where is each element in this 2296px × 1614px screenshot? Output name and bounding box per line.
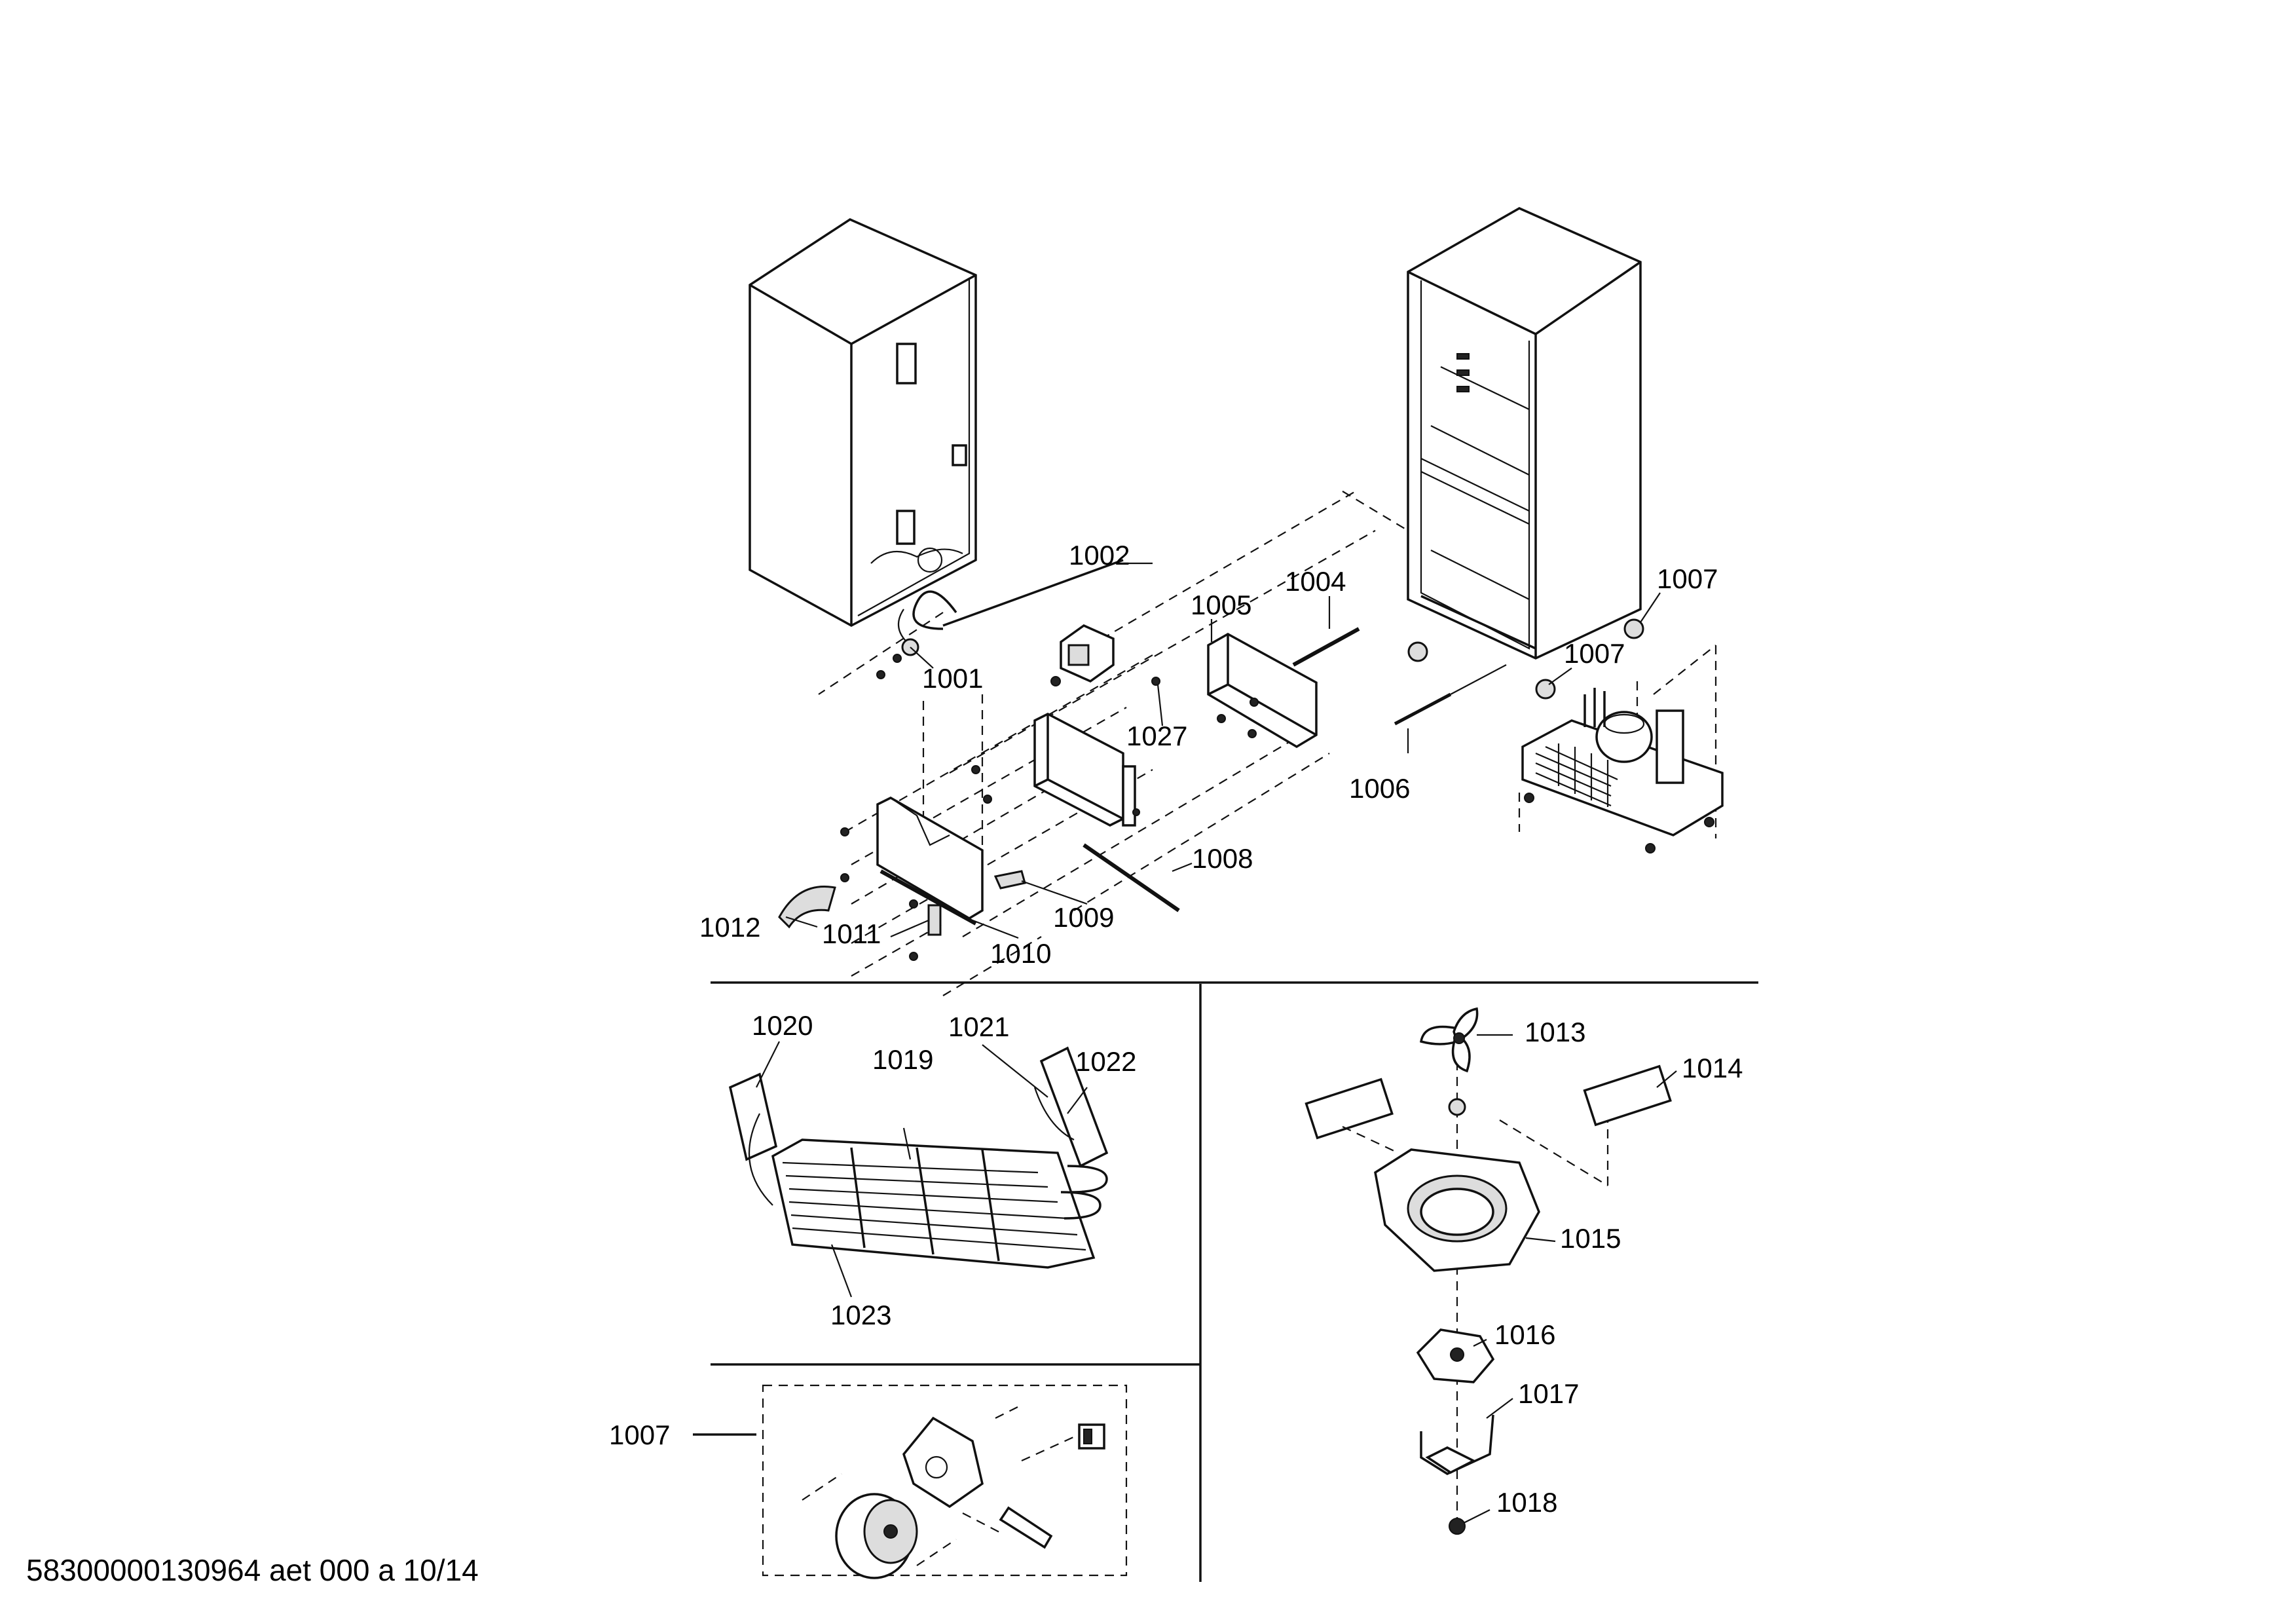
motor-bracket	[1420, 1414, 1494, 1475]
part-1009-clip	[993, 870, 1026, 890]
callout-labels: 1002 1001 1004 1005 1007 1007 1027 1006 …	[609, 540, 1743, 1518]
callout-1001: 1001	[922, 663, 983, 694]
callout-1014: 1014	[1682, 1053, 1743, 1083]
explosion-guide-lines	[818, 491, 1717, 996]
leveler-bracket	[902, 1416, 984, 1509]
leveler-wheel	[835, 1493, 918, 1579]
callout-1012: 1012	[699, 912, 760, 943]
section-dividers	[711, 981, 1758, 1582]
callout-1022: 1022	[1075, 1046, 1136, 1077]
compressor-condenser-assembly	[1521, 688, 1724, 854]
condenser-grid	[1535, 743, 1618, 807]
callout-1019: 1019	[872, 1044, 933, 1075]
callout-1023: 1023	[830, 1300, 891, 1330]
document-code: 58300000130964 aet 000 a 10/14	[26, 1553, 479, 1587]
callout-1005: 1005	[1191, 590, 1251, 620]
callout-1015: 1015	[1560, 1223, 1621, 1254]
callout-1007-cabinet-right: 1007	[1657, 563, 1718, 594]
callout-1018: 1018	[1496, 1487, 1557, 1518]
leader-lines	[756, 562, 1677, 1524]
fan-blade	[1420, 1007, 1479, 1073]
callout-1006: 1006	[1349, 773, 1410, 804]
callout-1013: 1013	[1525, 1017, 1585, 1047]
rear-bracket-assembly	[971, 713, 1140, 827]
callout-1016: 1016	[1494, 1319, 1555, 1350]
part-1010-front-panel	[840, 797, 984, 961]
part-1004-rod	[1292, 627, 1360, 667]
evaporator-assembly	[728, 1046, 1109, 1269]
part-1006-rod	[1394, 664, 1507, 726]
evaporator-fins	[782, 1147, 1086, 1262]
callout-1010: 1010	[990, 938, 1051, 969]
part-1005-cover	[1151, 632, 1318, 749]
leveler-detail-box	[693, 1384, 1128, 1579]
callout-1021: 1021	[948, 1011, 1009, 1042]
callout-1007-cabinet-front: 1007	[1564, 638, 1625, 669]
fan-assembly	[1305, 1007, 1672, 1535]
damper-control-unit	[1050, 624, 1115, 686]
callout-1020: 1020	[752, 1010, 813, 1041]
fan-shroud	[1374, 1148, 1540, 1272]
leveler-block	[1078, 1423, 1105, 1450]
callout-1027: 1027	[1126, 721, 1187, 751]
part-1001-fastener	[876, 638, 919, 679]
callout-1009: 1009	[1053, 902, 1114, 933]
fan-motor	[1416, 1328, 1495, 1383]
refrigerator-cabinet-front	[1407, 207, 1644, 700]
callout-1007-leveler: 1007	[609, 1419, 670, 1450]
callout-1017: 1017	[1518, 1378, 1579, 1409]
leveler-pin	[999, 1506, 1053, 1549]
callout-1008: 1008	[1192, 843, 1253, 874]
part-1008-rod	[1083, 843, 1180, 912]
part-1012-grille	[778, 886, 836, 929]
refrigerator-cabinet-rear	[749, 218, 977, 627]
callout-1004: 1004	[1285, 566, 1346, 597]
callout-1011: 1011	[822, 918, 881, 949]
callout-1002: 1002	[1069, 540, 1130, 571]
part-1011-spacer	[927, 904, 942, 936]
